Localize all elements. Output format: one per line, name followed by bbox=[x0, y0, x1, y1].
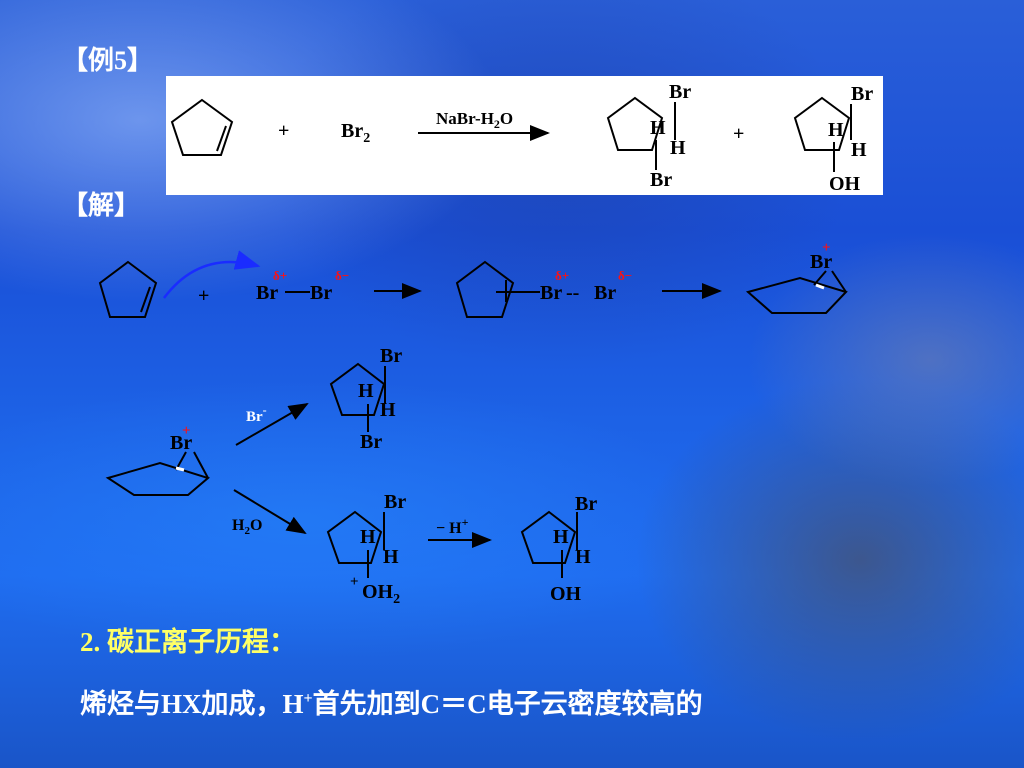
h-label: H bbox=[360, 526, 376, 548]
br-label: Br bbox=[170, 432, 192, 454]
dibromide-product bbox=[606, 96, 676, 170]
h-label: H bbox=[828, 119, 844, 141]
bromohydrin-product bbox=[793, 96, 852, 172]
section-paragraph: 烯烃与HX加成，H+首先加到C＝C电子云密度较高的 bbox=[80, 689, 703, 719]
section-heading: 2. 碳正离子历程： bbox=[80, 627, 296, 657]
delta-plus: δ+ bbox=[273, 268, 287, 283]
plus-sign: + bbox=[278, 120, 289, 142]
oh-label: OH bbox=[550, 583, 582, 605]
br2-formula: Br2 bbox=[341, 120, 370, 146]
delta-minus: δ− bbox=[335, 268, 349, 283]
water-label: H2O bbox=[232, 517, 262, 537]
oxonium-intermediate bbox=[326, 510, 385, 578]
reagent-label: NaBr-H2O bbox=[436, 109, 513, 131]
bromide-label: Br- bbox=[246, 403, 267, 425]
br-label: Br bbox=[851, 83, 873, 105]
minus-h-label: − H+ bbox=[436, 515, 469, 537]
reaction-arrow bbox=[233, 489, 307, 535]
br-label: Br bbox=[380, 345, 402, 367]
positive-charge: + bbox=[182, 423, 191, 439]
delta-plus: δ+ bbox=[555, 268, 569, 283]
bromonium-ion bbox=[745, 270, 848, 314]
plus-sign: + bbox=[733, 123, 744, 145]
positive-charge: + bbox=[822, 240, 831, 256]
delta-minus: δ− bbox=[618, 268, 632, 283]
br-label: Br bbox=[360, 431, 382, 453]
pi-complex bbox=[455, 260, 540, 318]
example-reaction-panel bbox=[166, 76, 883, 195]
h-label: H bbox=[553, 526, 569, 548]
example-label: 【例5】 bbox=[62, 46, 154, 75]
cyclopentene-reactant bbox=[170, 98, 234, 156]
br-label: Br bbox=[540, 282, 562, 304]
h-label: H bbox=[358, 380, 374, 402]
cyclopentene-mech bbox=[98, 260, 158, 318]
trans-dibromide bbox=[329, 362, 386, 432]
h-label: H bbox=[383, 546, 399, 568]
h-label: H bbox=[851, 139, 867, 161]
br-label: Br bbox=[669, 81, 691, 103]
reaction-arrow bbox=[235, 402, 309, 446]
electron-arrow bbox=[163, 250, 261, 299]
br-label: Br bbox=[310, 282, 332, 304]
br-label: Br bbox=[575, 493, 597, 515]
positive-charge: + bbox=[350, 574, 359, 590]
br-label: Br bbox=[810, 251, 832, 273]
bromohydrin bbox=[520, 510, 578, 578]
solution-label: 【解】 bbox=[62, 191, 141, 220]
dashed-bond: -- bbox=[566, 282, 579, 304]
h-label: H bbox=[575, 546, 591, 568]
br-label: Br bbox=[256, 282, 278, 304]
oh-label: OH bbox=[829, 173, 861, 195]
h-label: H bbox=[650, 117, 666, 139]
oh2-label: OH2 bbox=[362, 581, 400, 607]
plus-sign: + bbox=[198, 285, 209, 307]
h-label: H bbox=[380, 399, 396, 421]
br-label: Br bbox=[650, 169, 672, 191]
br-label: Br bbox=[594, 282, 616, 304]
h-label: H bbox=[670, 137, 686, 159]
bromonium-ion-2 bbox=[105, 451, 211, 496]
br-label: Br bbox=[384, 491, 406, 513]
